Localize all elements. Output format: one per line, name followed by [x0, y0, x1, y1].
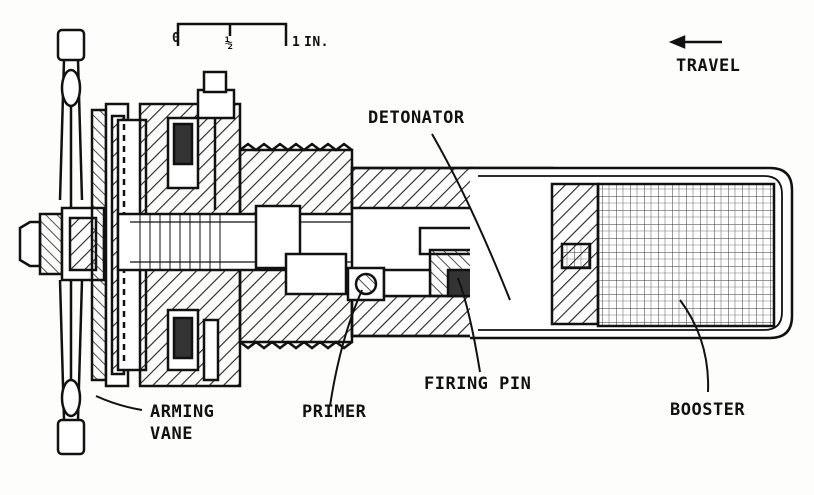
label-travel: TRAVEL	[676, 56, 741, 76]
scale-unit: IN.	[304, 35, 329, 50]
scale-tick-0: 0	[172, 31, 181, 46]
travel-arrow	[668, 35, 722, 49]
scale-tick-half: ½	[225, 36, 234, 51]
scale-tick-1: 1	[292, 35, 301, 50]
scale-bar	[176, 22, 288, 46]
label-arming-vane-line1: ARMING	[150, 402, 215, 422]
firing-spindle	[116, 204, 382, 296]
arming-vane	[56, 28, 86, 456]
booster-cup	[470, 166, 794, 340]
label-booster: BOOSTER	[670, 400, 746, 420]
label-primer: PRIMER	[302, 402, 367, 422]
label-arming-vane-line2: VANE	[150, 424, 193, 444]
leader-lines	[95, 133, 710, 411]
label-firing-pin: FIRING PIN	[424, 374, 532, 394]
label-detonator: DETONATOR	[368, 108, 465, 128]
